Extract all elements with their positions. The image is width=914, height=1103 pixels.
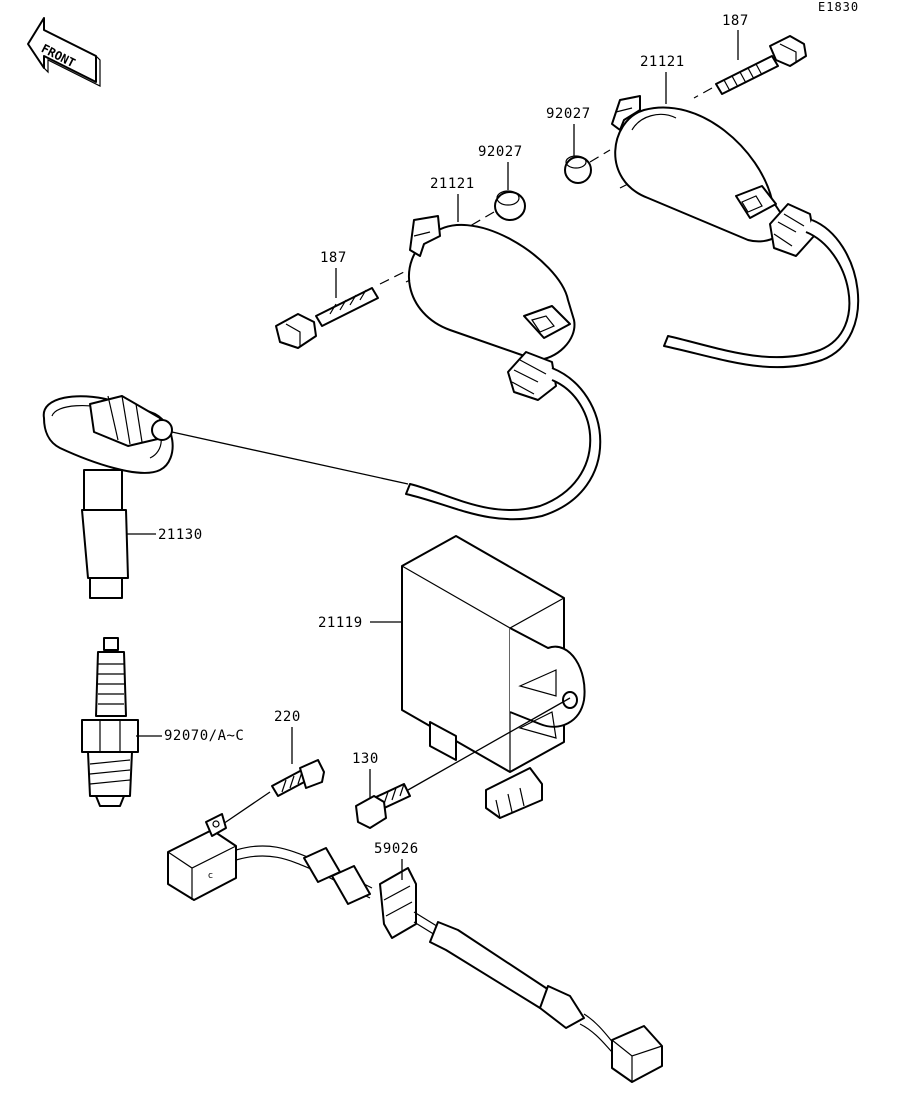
igniter-bolt[interactable] <box>355 783 411 829</box>
upper-ignition-coil[interactable] <box>611 95 815 257</box>
label-plug-cap[interactable]: 21130 <box>158 527 203 543</box>
label-igniter[interactable]: 21119 <box>318 615 363 631</box>
label-bolt-lower[interactable]: 187 <box>320 250 347 266</box>
upper-spacer[interactable] <box>564 155 592 184</box>
spark-plug-cap[interactable] <box>42 395 174 599</box>
label-bolt-upper[interactable]: 187 <box>722 13 749 29</box>
label-sensor-harness[interactable]: 59026 <box>374 841 419 857</box>
label-coil-lower[interactable]: 21121 <box>430 176 475 192</box>
lower-ignition-coil[interactable] <box>405 215 576 401</box>
connector-mark: c <box>208 871 213 881</box>
sensor-harness[interactable] <box>235 845 663 1083</box>
label-spacer-lower[interactable]: 92027 <box>478 144 523 160</box>
label-screw[interactable]: 220 <box>274 709 301 725</box>
label-spark-plug[interactable]: 92070/A~C <box>164 728 244 744</box>
pickup-sensor[interactable]: c <box>167 813 237 901</box>
label-bolt-igniter[interactable]: 130 <box>352 751 379 767</box>
upper-bolt[interactable] <box>715 35 807 95</box>
lower-bolt[interactable] <box>275 287 379 349</box>
igniter-unit[interactable] <box>401 535 586 819</box>
part-labels: 187 21121 92027 92027 21121 187 21130 21… <box>126 13 749 880</box>
diagram-code: E1830 <box>818 0 859 14</box>
label-coil-upper[interactable]: 21121 <box>640 54 685 70</box>
label-spacer-upper[interactable]: 92027 <box>546 106 591 122</box>
spark-plug[interactable] <box>81 637 139 807</box>
lower-spacer[interactable] <box>494 190 526 221</box>
screw[interactable] <box>271 759 325 797</box>
front-arrow-icon: FRONT <box>27 17 101 87</box>
